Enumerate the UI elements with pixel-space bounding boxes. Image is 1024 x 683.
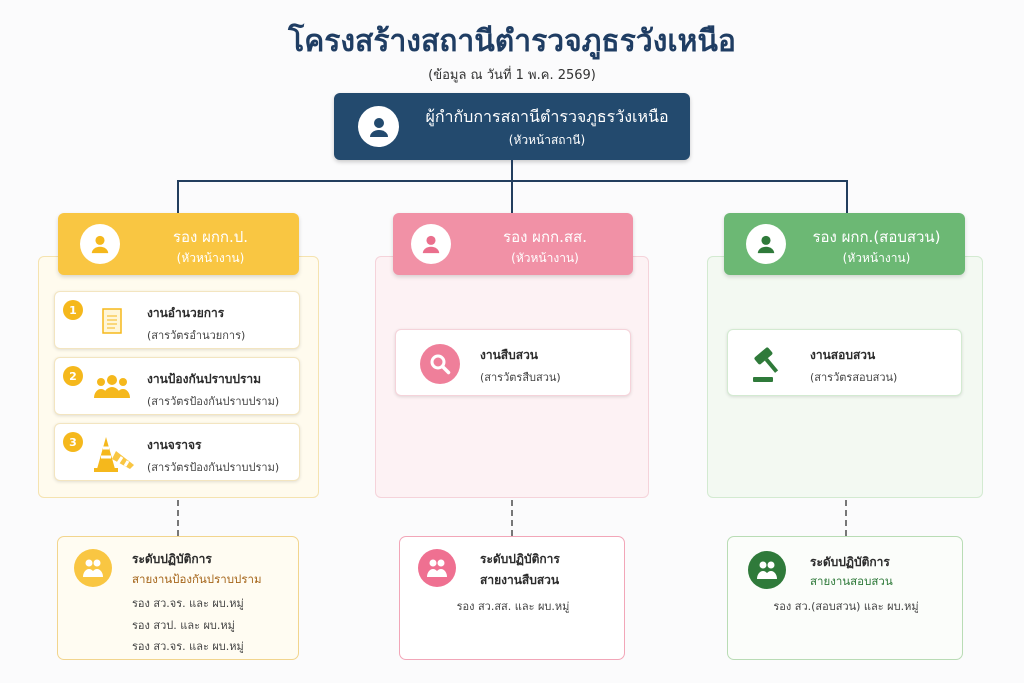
group-icon (74, 549, 112, 587)
ops-item: รอง สว.จร. และ ผบ.หมู่ (132, 640, 244, 653)
ops-line: สายงานสืบสวน (480, 573, 560, 587)
unit-name: งานจราจร (147, 438, 202, 452)
ops-item: รอง สว.(สอบสวน) และ ผบ.หมู่ (773, 600, 919, 613)
data-date: (ข้อมูล ณ วันที่ 1 พ.ค. 2569) (428, 68, 596, 83)
connector (511, 180, 513, 214)
unit-card: 2 งานป้องกันปราบปราม (สารวัตรป้องกันปราบ… (54, 357, 300, 415)
search-icon (420, 344, 460, 384)
deputy-investigation-box: รอง ผกก.สส. (หัวหน้างาน) (393, 213, 633, 275)
ops-title: ระดับปฏิบัติการ (480, 552, 560, 566)
person-icon (746, 224, 786, 264)
dotted-connector (845, 500, 847, 536)
ops-line: สายงานสอบสวน (810, 574, 893, 588)
unit-head: (สารวัตรสอบสวน) (810, 371, 898, 384)
unit-number: 3 (63, 432, 83, 452)
deputy-title: รอง ผกก.ป. (172, 228, 249, 246)
deputy-role: (หัวหน้างาน) (511, 251, 579, 265)
ops-card-inquiry: ระดับปฏิบัติการ สายงานสอบสวน รอง สว.(สอบ… (727, 536, 963, 660)
document-icon (99, 306, 125, 336)
deputy-prevention-box: รอง ผกก.ป. (หัวหน้างาน) (58, 213, 299, 275)
traffic-cone-icon (91, 434, 137, 474)
unit-card: งานสืบสวน (สารวัตรสืบสวน) (395, 329, 631, 396)
chief-title: ผู้กำกับการสถานีตำรวจภูธรวังเหนือ (425, 107, 669, 126)
ops-card-prevention: ระดับปฏิบัติการ สายงานป้องกันปราบปราม รอ… (57, 536, 299, 660)
station-chief-box: ผู้กำกับการสถานีตำรวจภูธรวังเหนือ (หัวหน… (334, 93, 690, 160)
unit-name: งานสอบสวน (810, 348, 876, 362)
ops-title: ระดับปฏิบัติการ (132, 552, 212, 566)
ops-card-investigation: ระดับปฏิบัติการ สายงานสืบสวน รอง สว.สส. … (399, 536, 625, 660)
deputy-title: รอง ผกก.สส. (503, 228, 587, 246)
person-icon (80, 224, 120, 264)
deputy-role: (หัวหน้างาน) (176, 251, 245, 265)
unit-name: งานป้องกันปราบปราม (147, 372, 262, 386)
unit-number: 1 (63, 300, 83, 320)
connector (511, 160, 513, 182)
people-icon (91, 372, 133, 402)
unit-number: 2 (63, 366, 83, 386)
dotted-connector (177, 500, 179, 536)
group-icon (748, 551, 786, 589)
person-icon (358, 106, 399, 147)
dotted-connector (511, 500, 513, 536)
ops-title: ระดับปฏิบัติการ (810, 555, 890, 569)
unit-head: (สารวัตรสืบสวน) (480, 371, 561, 384)
unit-head: (สารวัตรป้องกันปราบปราม) (147, 395, 280, 408)
group-icon (418, 549, 456, 587)
chief-role: (หัวหน้าสถานี) (508, 133, 586, 147)
deputy-role: (หัวหน้างาน) (842, 251, 911, 265)
unit-head: (สารวัตรอำนวยการ) (147, 329, 246, 342)
unit-card: 3 งานจราจร (สารวัตรป้องกันปราบปราม) (54, 423, 300, 481)
deputy-inquiry-box: รอง ผกก.(สอบสวน) (หัวหน้างาน) (724, 213, 965, 275)
ops-item: รอง สวป. และ ผบ.หมู่ (132, 619, 235, 632)
unit-name: งานสืบสวน (480, 348, 539, 362)
ops-line: สายงานป้องกันปราบปราม (132, 572, 262, 586)
ops-item: รอง สว.สส. และ ผบ.หมู่ (456, 600, 570, 613)
unit-head: (สารวัตรป้องกันปราบปราม) (147, 461, 280, 474)
unit-card: งานสอบสวน (สารวัตรสอบสวน) (727, 329, 962, 396)
ops-item: รอง สว.จร. และ ผบ.หมู่ (132, 597, 244, 610)
person-icon (411, 224, 451, 264)
gavel-icon (748, 344, 790, 384)
page-title: โครงสร้างสถานีตำรวจภูธรวังเหนือ (288, 24, 736, 59)
deputy-title: รอง ผกก.(สอบสวน) (812, 228, 941, 246)
unit-card: 1 งานอำนวยการ (สารวัตรอำนวยการ) (54, 291, 300, 349)
connector (177, 180, 179, 214)
connector (846, 180, 848, 214)
unit-name: งานอำนวยการ (147, 306, 225, 320)
